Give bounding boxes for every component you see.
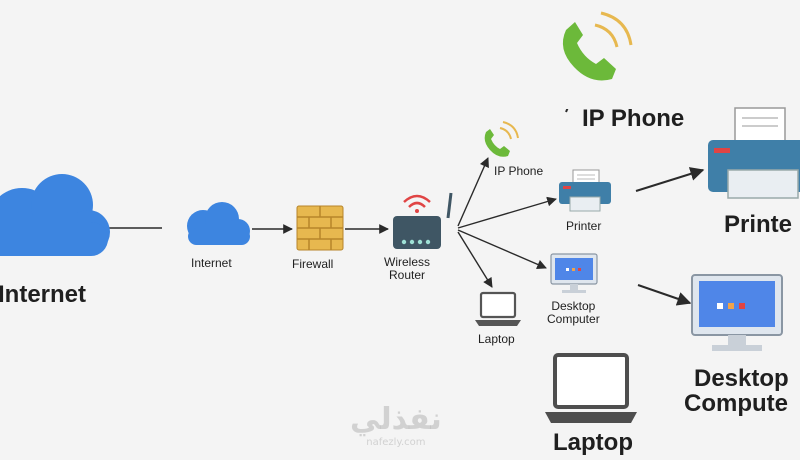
laptop-large-label: Laptop <box>553 429 633 456</box>
phone-large-icon <box>562 11 633 81</box>
edge-large-printer <box>635 167 705 192</box>
printer-large-icon <box>708 107 800 199</box>
watermark: نفذلي nafezly.com <box>350 402 442 449</box>
desktop-large-label-line2: Compute <box>684 390 788 418</box>
router-label-line2: Router <box>388 267 426 282</box>
phone-icon <box>484 121 519 157</box>
edge-large-desktop <box>637 284 692 306</box>
printer-label: Printer <box>566 219 602 233</box>
desktop-label-line1: Desktop <box>551 299 596 313</box>
internet-large-label: Internet <box>0 281 87 308</box>
connectors <box>108 91 705 306</box>
desktop-large-label: Desktop Compute <box>684 366 789 416</box>
internet-label: Internet <box>191 256 232 270</box>
desktop-icon <box>550 253 598 293</box>
watermark-latin: nafezly.com <box>366 437 426 448</box>
printer-icon <box>559 169 611 212</box>
edge-router-desktop <box>457 229 547 270</box>
cloud-large-icon <box>0 174 110 256</box>
router-label-line1: Wireless <box>384 255 431 269</box>
watermark-arabic: نفذلي <box>350 402 442 437</box>
desktop-label: Desktop Computer <box>547 300 600 325</box>
router-icon <box>393 192 453 249</box>
laptop-icon <box>475 291 521 326</box>
desktop-label-line2: Computer <box>547 311 600 326</box>
top-panel-overlay <box>560 87 700 109</box>
printer-large-label: Printe <box>724 211 793 238</box>
edge-router-laptop <box>457 231 493 288</box>
router-label: Wireless Router <box>384 256 430 281</box>
firewall-icon <box>296 205 344 251</box>
cloud-icon <box>187 202 250 245</box>
laptop-large-icon <box>545 353 637 423</box>
laptop-label: Laptop <box>478 332 515 346</box>
desktop-large-icon <box>691 274 783 351</box>
edge-router-phone <box>457 157 489 227</box>
ip-phone-label: IP Phone <box>494 164 544 178</box>
desktop-large-label-line1: Desktop <box>694 365 789 392</box>
firewall-label: Firewall <box>292 257 334 271</box>
edge-router-printer <box>457 196 557 229</box>
ip-phone-large-label: IP Phone <box>582 105 684 132</box>
